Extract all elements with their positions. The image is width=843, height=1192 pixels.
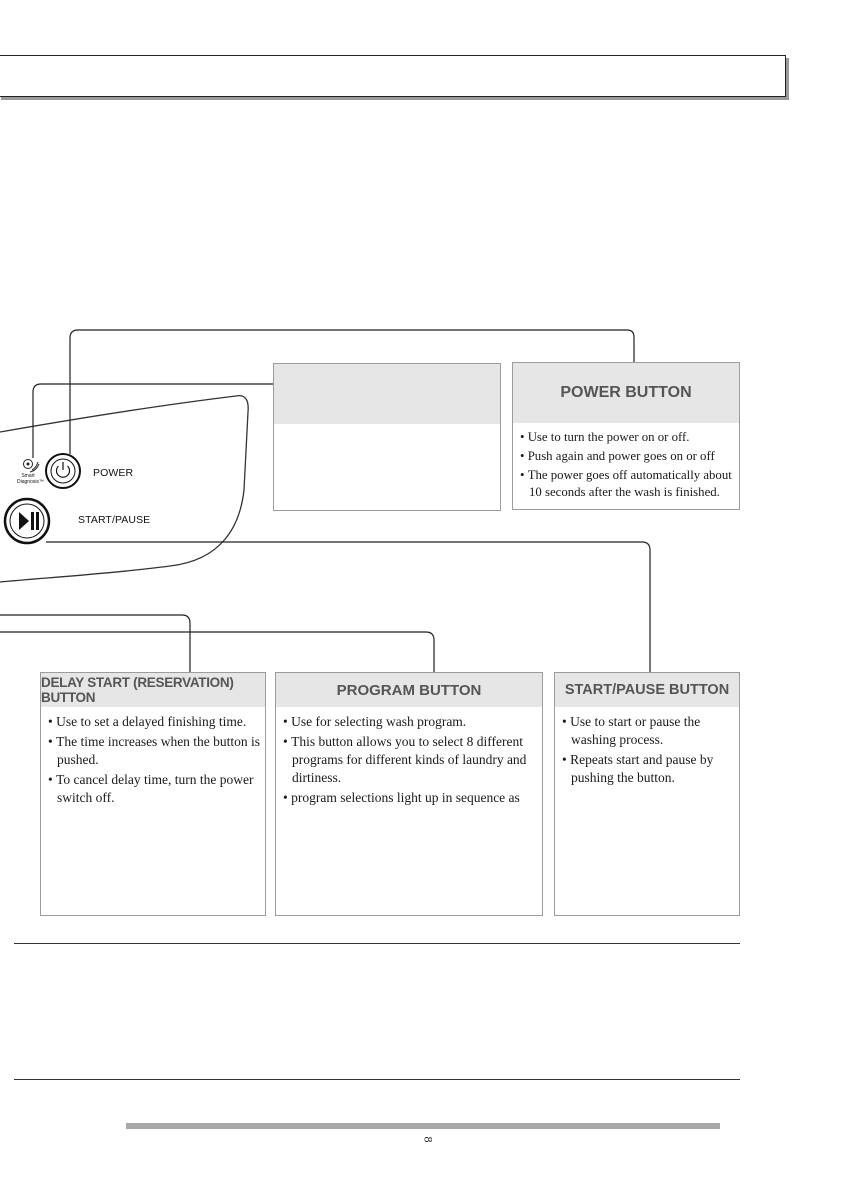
power-box-title: POWER BUTTON <box>513 363 739 423</box>
list-item: Use for selecting wash program. <box>280 713 538 731</box>
list-item: To cancel delay time, turn the power swi… <box>45 771 261 807</box>
delay-start-button-box: DELAY START (RESERVATION) BUTTON Use to … <box>40 672 266 916</box>
panel-outline <box>0 395 249 583</box>
start-pause-button-box: START/PAUSE BUTTON Use to start or pause… <box>554 672 740 916</box>
program-button-box: PROGRAM BUTTON Use for selecting wash pr… <box>275 672 543 916</box>
list-item: program selections light up in sequence … <box>280 789 538 807</box>
footer-bar <box>126 1123 720 1129</box>
delay-start-box-title: DELAY START (RESERVATION) BUTTON <box>41 673 265 707</box>
program-box-title: PROGRAM BUTTON <box>276 673 542 707</box>
power-label: POWER <box>93 467 134 479</box>
delay-start-leader-line <box>0 614 191 672</box>
start-pause-leader-line <box>46 541 651 672</box>
control-panel-illustration <box>0 329 651 672</box>
smart-diagnosis-label: Smart Diagnosis™ <box>17 473 44 485</box>
section-title-bar <box>0 55 786 97</box>
power-leader-line <box>69 329 635 454</box>
unlabeled-info-box <box>273 363 501 511</box>
start-pause-label: START/PAUSE <box>78 514 151 526</box>
list-item: Push again and power goes on or off <box>517 448 735 465</box>
page-number: 8 <box>421 1136 436 1143</box>
program-leader-line <box>0 631 435 672</box>
power-button-box: POWER BUTTON Use to turn the power on or… <box>512 362 740 510</box>
divider-bottom <box>14 1079 740 1080</box>
delay-start-box-list: Use to set a delayed finishing time. The… <box>41 707 265 807</box>
power-box-list: Use to turn the power on or off. Push ag… <box>513 423 739 501</box>
unlabeled-box-header <box>274 364 500 424</box>
list-item: Repeats start and pause by pushing the b… <box>559 751 735 787</box>
divider-top <box>14 943 740 944</box>
program-box-list: Use for selecting wash program. This but… <box>276 707 542 807</box>
start-pause-button-illustration <box>3 497 51 545</box>
start-pause-box-list: Use to start or pause the washing proces… <box>555 707 739 787</box>
start-pause-box-title: START/PAUSE BUTTON <box>555 673 739 707</box>
list-item: Use to set a delayed finishing time. <box>45 713 261 731</box>
list-item: Use to start or pause the washing proces… <box>559 713 735 749</box>
power-button-illustration <box>45 453 81 489</box>
smart-diagnosis-leader-line <box>32 383 274 458</box>
list-item: The time increases when the button is pu… <box>45 733 261 769</box>
list-item: The power goes off automatically about 1… <box>517 467 735 501</box>
smart-diagnosis-icon <box>23 459 40 473</box>
list-item: This button allows you to select 8 diffe… <box>280 733 538 787</box>
list-item: Use to turn the power on or off. <box>517 429 735 446</box>
